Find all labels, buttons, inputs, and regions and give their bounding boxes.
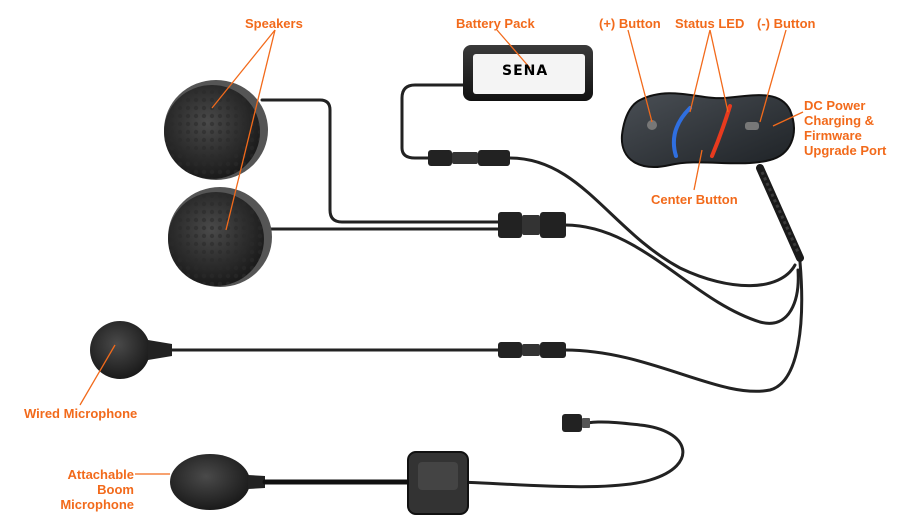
led-blue <box>671 106 692 158</box>
speaker-top <box>164 80 268 180</box>
wired-microphone <box>90 321 172 379</box>
main-harness <box>756 164 804 262</box>
leader-wired <box>79 344 116 406</box>
callout-center-button: Center Button <box>651 192 738 207</box>
connector-battery <box>428 150 510 166</box>
cable-boom <box>438 420 685 489</box>
leader-led-right <box>709 29 729 113</box>
cable-speaker-main <box>563 223 800 325</box>
connector-speakers <box>498 212 566 238</box>
speaker-bottom <box>168 187 272 287</box>
leader-dc <box>772 111 804 127</box>
leader-lines <box>79 29 804 475</box>
led-red <box>710 104 732 158</box>
plus-button-dot <box>647 120 657 130</box>
boom-microphone <box>170 414 590 515</box>
sena-logo: SENA <box>502 63 549 79</box>
cable-battery-main <box>508 156 797 288</box>
cable-battery <box>400 83 467 160</box>
callout-speakers: Speakers <box>245 16 303 31</box>
cable-speaker-top <box>260 98 502 224</box>
leader-speakers-top <box>211 29 276 109</box>
callout-plus-button: (+) Button <box>599 16 661 31</box>
main-unit <box>620 92 795 168</box>
cable-mic-main <box>563 260 804 393</box>
callout-boom-microphone: Attachable Boom Microphone <box>60 467 134 512</box>
callout-status-led: Status LED <box>675 16 745 31</box>
leader-center <box>693 149 703 191</box>
leader-minus <box>759 29 787 123</box>
callout-battery-pack: Battery Pack <box>456 16 535 31</box>
minus-button-dot <box>745 122 759 130</box>
callout-dc-power-port: DC Power Charging & Firmware Upgrade Por… <box>804 98 887 158</box>
callout-minus-button: (-) Button <box>757 16 816 31</box>
battery-pack <box>463 45 593 101</box>
cables <box>168 83 804 489</box>
leader-led-left <box>689 29 711 113</box>
leader-speakers-bottom <box>225 29 276 231</box>
callout-wired-microphone: Wired Microphone <box>24 406 138 421</box>
leader-plus <box>627 29 653 123</box>
leader-battery <box>496 29 531 69</box>
connector-mic <box>498 342 566 358</box>
